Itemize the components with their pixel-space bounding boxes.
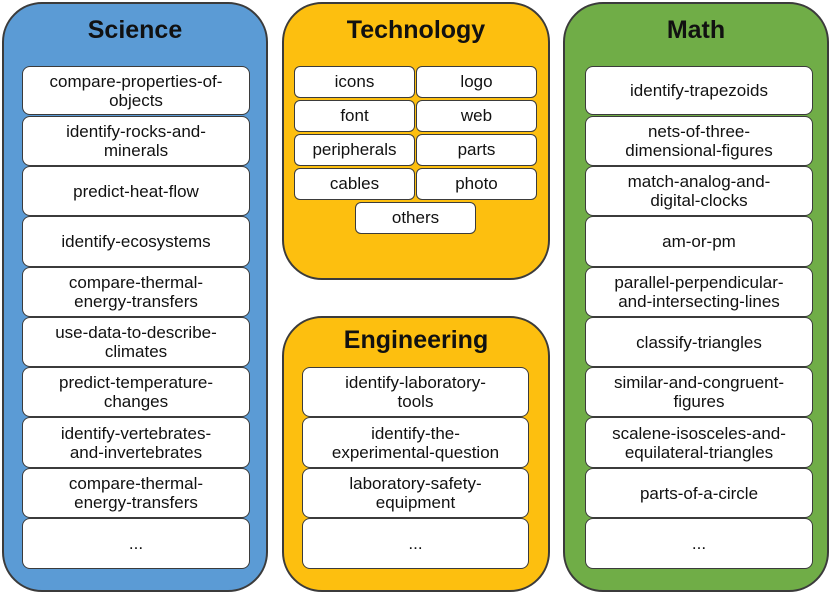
engineering-item: laboratory-safety- equipment <box>302 468 529 518</box>
science-item: predict-temperature- changes <box>22 367 250 417</box>
science-item: identify-ecosystems <box>22 216 250 267</box>
technology-chip: icons <box>294 66 415 98</box>
science-item: identify-vertebrates- and-invertebrates <box>22 417 250 468</box>
math-item: identify-trapezoids <box>585 66 813 115</box>
math-item: am-or-pm <box>585 216 813 267</box>
math-item: parts-of-a-circle <box>585 468 813 518</box>
science-title: Science <box>87 16 183 44</box>
math-item: nets-of-three- dimensional-figures <box>585 116 813 166</box>
math-item: classify-triangles <box>585 317 813 367</box>
technology-chip: web <box>416 100 537 132</box>
technology-title: Technology <box>346 16 486 44</box>
science-item: predict-heat-flow <box>22 166 250 216</box>
engineering-item: identify-the- experimental-question <box>302 417 529 468</box>
science-item: compare-thermal- energy-transfers <box>22 267 250 317</box>
technology-chip: photo <box>416 168 537 200</box>
technology-chip: font <box>294 100 415 132</box>
technology-chip: others <box>355 202 476 234</box>
science-item: compare-properties-of- objects <box>22 66 250 115</box>
engineering-item: ... <box>302 518 529 569</box>
science-item: identify-rocks-and- minerals <box>22 116 250 166</box>
math-item: similar-and-congruent- figures <box>585 367 813 417</box>
technology-chip: logo <box>416 66 537 98</box>
technology-chip: peripherals <box>294 134 415 166</box>
science-item: ... <box>22 518 250 569</box>
technology-chip: cables <box>294 168 415 200</box>
engineering-item: identify-laboratory- tools <box>302 367 529 417</box>
technology-chip: parts <box>416 134 537 166</box>
science-item: use-data-to-describe- climates <box>22 317 250 367</box>
math-title: Math <box>666 16 726 44</box>
math-item: scalene-isosceles-and- equilateral-trian… <box>585 417 813 468</box>
math-item: parallel-perpendicular- and-intersecting… <box>585 267 813 317</box>
engineering-title: Engineering <box>343 326 489 354</box>
math-item: ... <box>585 518 813 569</box>
math-item: match-analog-and- digital-clocks <box>585 166 813 216</box>
science-item: compare-thermal- energy-transfers <box>22 468 250 518</box>
